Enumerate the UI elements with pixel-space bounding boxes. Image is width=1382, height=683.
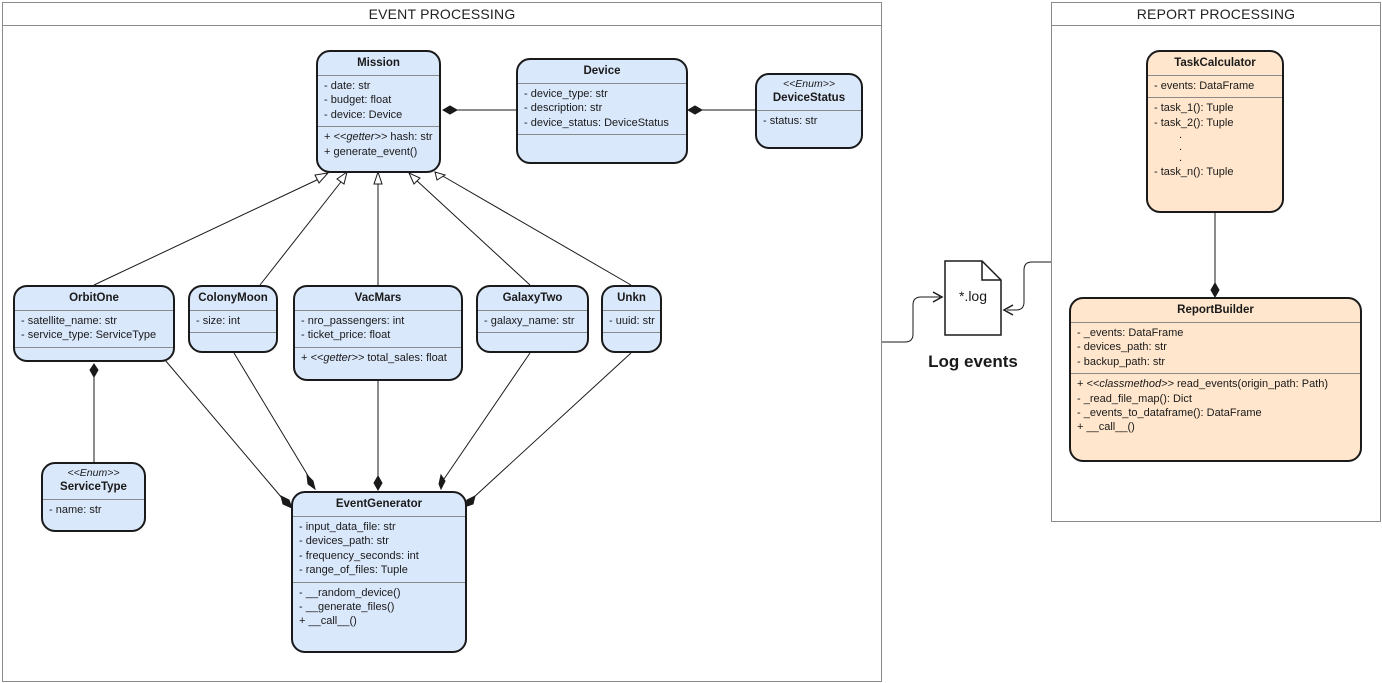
class-device-status[interactable]: <<Enum>> DeviceStatus - status: str: [755, 73, 863, 149]
method: + generate_event(): [324, 145, 418, 158]
flow-arrowhead-report-in: [1002, 304, 1014, 316]
attributes-section: - uuid: str: [603, 310, 660, 332]
attributes-section: - name: str: [43, 499, 144, 521]
class-report-builder[interactable]: ReportBuilder - _events: DataFrame - dev…: [1069, 297, 1362, 462]
attribute: - device_type: str: [524, 88, 608, 100]
method: + <<getter>> hash: str: [324, 131, 433, 144]
class-name: Unkn: [617, 292, 646, 304]
methods-section: [478, 332, 587, 351]
class-name: TaskCalculator: [1174, 57, 1256, 69]
class-name: DeviceStatus: [772, 92, 846, 104]
attribute: - satellite_name: str: [21, 315, 117, 327]
attribute: - galaxy_name: str: [484, 315, 575, 327]
class-name: ServiceType: [60, 481, 127, 493]
class-name: OrbitOne: [69, 292, 119, 304]
attribute: - backup_path: str: [1077, 355, 1166, 368]
class-device[interactable]: Device - device_type: str - description:…: [516, 58, 688, 164]
methods-section: - __random_device() - __generate_files()…: [293, 581, 465, 633]
class-vac-mars[interactable]: VacMars - nro_passengers: int - ticket_p…: [293, 285, 463, 381]
attribute: - size: int: [196, 315, 241, 327]
class-task-calculator[interactable]: TaskCalculator - events: DataFrame - tas…: [1146, 50, 1284, 213]
log-file-icon[interactable]: [944, 260, 1002, 336]
attribute: - service_type: ServiceType: [21, 329, 157, 342]
class-event-generator[interactable]: EventGenerator - input_data_file: str - …: [291, 491, 467, 653]
attribute: - description: str: [524, 102, 603, 115]
attribute: - input_data_file: str: [299, 521, 396, 533]
method: - task_2(): Tuple: [1154, 116, 1234, 129]
log-file-label: *.log: [958, 288, 988, 304]
attribute: - budget: float: [324, 94, 392, 107]
attribute: - status: str: [763, 115, 818, 127]
dot: .: [1179, 152, 1183, 165]
methods-section: [190, 332, 276, 351]
attribute: - nro_passengers: int: [301, 315, 405, 327]
stereotype-label: <<Enum>>: [67, 467, 120, 479]
attribute: - device_status: DeviceStatus: [524, 116, 669, 129]
attribute: - devices_path: str: [1077, 341, 1167, 354]
class-name: Mission: [357, 57, 400, 69]
methods-section: [518, 134, 686, 154]
ellipsis-dots: . . .: [1154, 130, 1276, 165]
report-processing-title: REPORT PROCESSING: [1052, 3, 1380, 26]
method: - task_n(): Tuple: [1154, 165, 1234, 178]
class-name: GalaxyTwo: [502, 292, 563, 304]
flow-arrowhead-log-in: [932, 291, 944, 303]
attributes-section: - input_data_file: str - devices_path: s…: [293, 516, 465, 582]
method: - __generate_files(): [299, 601, 395, 614]
method: + <<classmethod>> read_events(origin_pat…: [1077, 378, 1329, 391]
attribute: - _events: DataFrame: [1077, 327, 1184, 339]
method: + __call__(): [1077, 421, 1135, 434]
class-orbit-one[interactable]: OrbitOne - satellite_name: str - service…: [13, 285, 175, 362]
methods-section: + <<classmethod>> read_events(origin_pat…: [1071, 373, 1360, 439]
attributes-section: - device_type: str - description: str - …: [518, 83, 686, 134]
flow-arrow-report-to-log: [1007, 261, 1051, 311]
log-events-caption: Log events: [928, 352, 1018, 371]
method: - _read_file_map(): Dict: [1077, 392, 1192, 405]
attribute: - name: str: [49, 504, 102, 516]
dot: .: [1179, 129, 1183, 142]
methods-section: - task_1(): Tuple - task_2(): Tuple . . …: [1148, 97, 1282, 183]
class-name: VacMars: [354, 292, 402, 304]
attributes-section: - nro_passengers: int - ticket_price: fl…: [295, 310, 461, 347]
attributes-section: - size: int: [190, 310, 276, 332]
attributes-section: - galaxy_name: str: [478, 310, 587, 332]
methods-section: [603, 332, 660, 351]
attribute: - uuid: str: [609, 315, 655, 327]
stereotype-label: <<Enum>>: [783, 78, 835, 90]
class-mission[interactable]: Mission - date: str - budget: float - de…: [316, 50, 441, 173]
attribute: - frequency_seconds: int: [299, 549, 419, 562]
method: + <<getter>> total_sales: float: [301, 351, 447, 364]
event-processing-title: EVENT PROCESSING: [3, 3, 881, 26]
method: + __call__(): [299, 615, 357, 628]
class-name: EventGenerator: [335, 498, 423, 510]
attribute: - range_of_files: Tuple: [299, 564, 408, 577]
attributes-section: - events: DataFrame: [1148, 75, 1282, 97]
method: - task_1(): Tuple: [1154, 102, 1234, 115]
dot: .: [1179, 140, 1183, 153]
class-colony-moon[interactable]: ColonyMoon - size: int: [188, 285, 278, 353]
attribute: - events: DataFrame: [1154, 80, 1255, 92]
class-galaxy-two[interactable]: GalaxyTwo - galaxy_name: str: [476, 285, 589, 353]
class-unkn[interactable]: Unkn - uuid: str: [601, 285, 662, 353]
attribute: - device: Device: [324, 108, 403, 121]
attribute: - devices_path: str: [299, 535, 389, 548]
method: - _events_to_dataframe(): DataFrame: [1077, 407, 1262, 420]
methods-section: [15, 346, 173, 360]
methods-section: + <<getter>> hash: str + generate_event(…: [318, 126, 439, 163]
methods-section: + <<getter>> total_sales: float: [295, 346, 461, 369]
attributes-section: - _events: DataFrame - devices_path: str…: [1071, 322, 1360, 373]
attribute: - date: str: [324, 80, 371, 92]
class-name: ReportBuilder: [1177, 304, 1254, 316]
class-name: Device: [583, 65, 621, 77]
attributes-section: - date: str - budget: float - device: De…: [318, 75, 439, 126]
class-name: ColonyMoon: [198, 292, 268, 304]
attributes-section: - satellite_name: str - service_type: Se…: [15, 310, 173, 347]
class-service-type[interactable]: <<Enum>> ServiceType - name: str: [41, 462, 146, 532]
method: - __random_device(): [299, 586, 401, 599]
flow-arrow-generator-to-log: [882, 296, 940, 343]
attribute: - ticket_price: float: [301, 329, 391, 342]
attributes-section: - status: str: [757, 110, 861, 132]
